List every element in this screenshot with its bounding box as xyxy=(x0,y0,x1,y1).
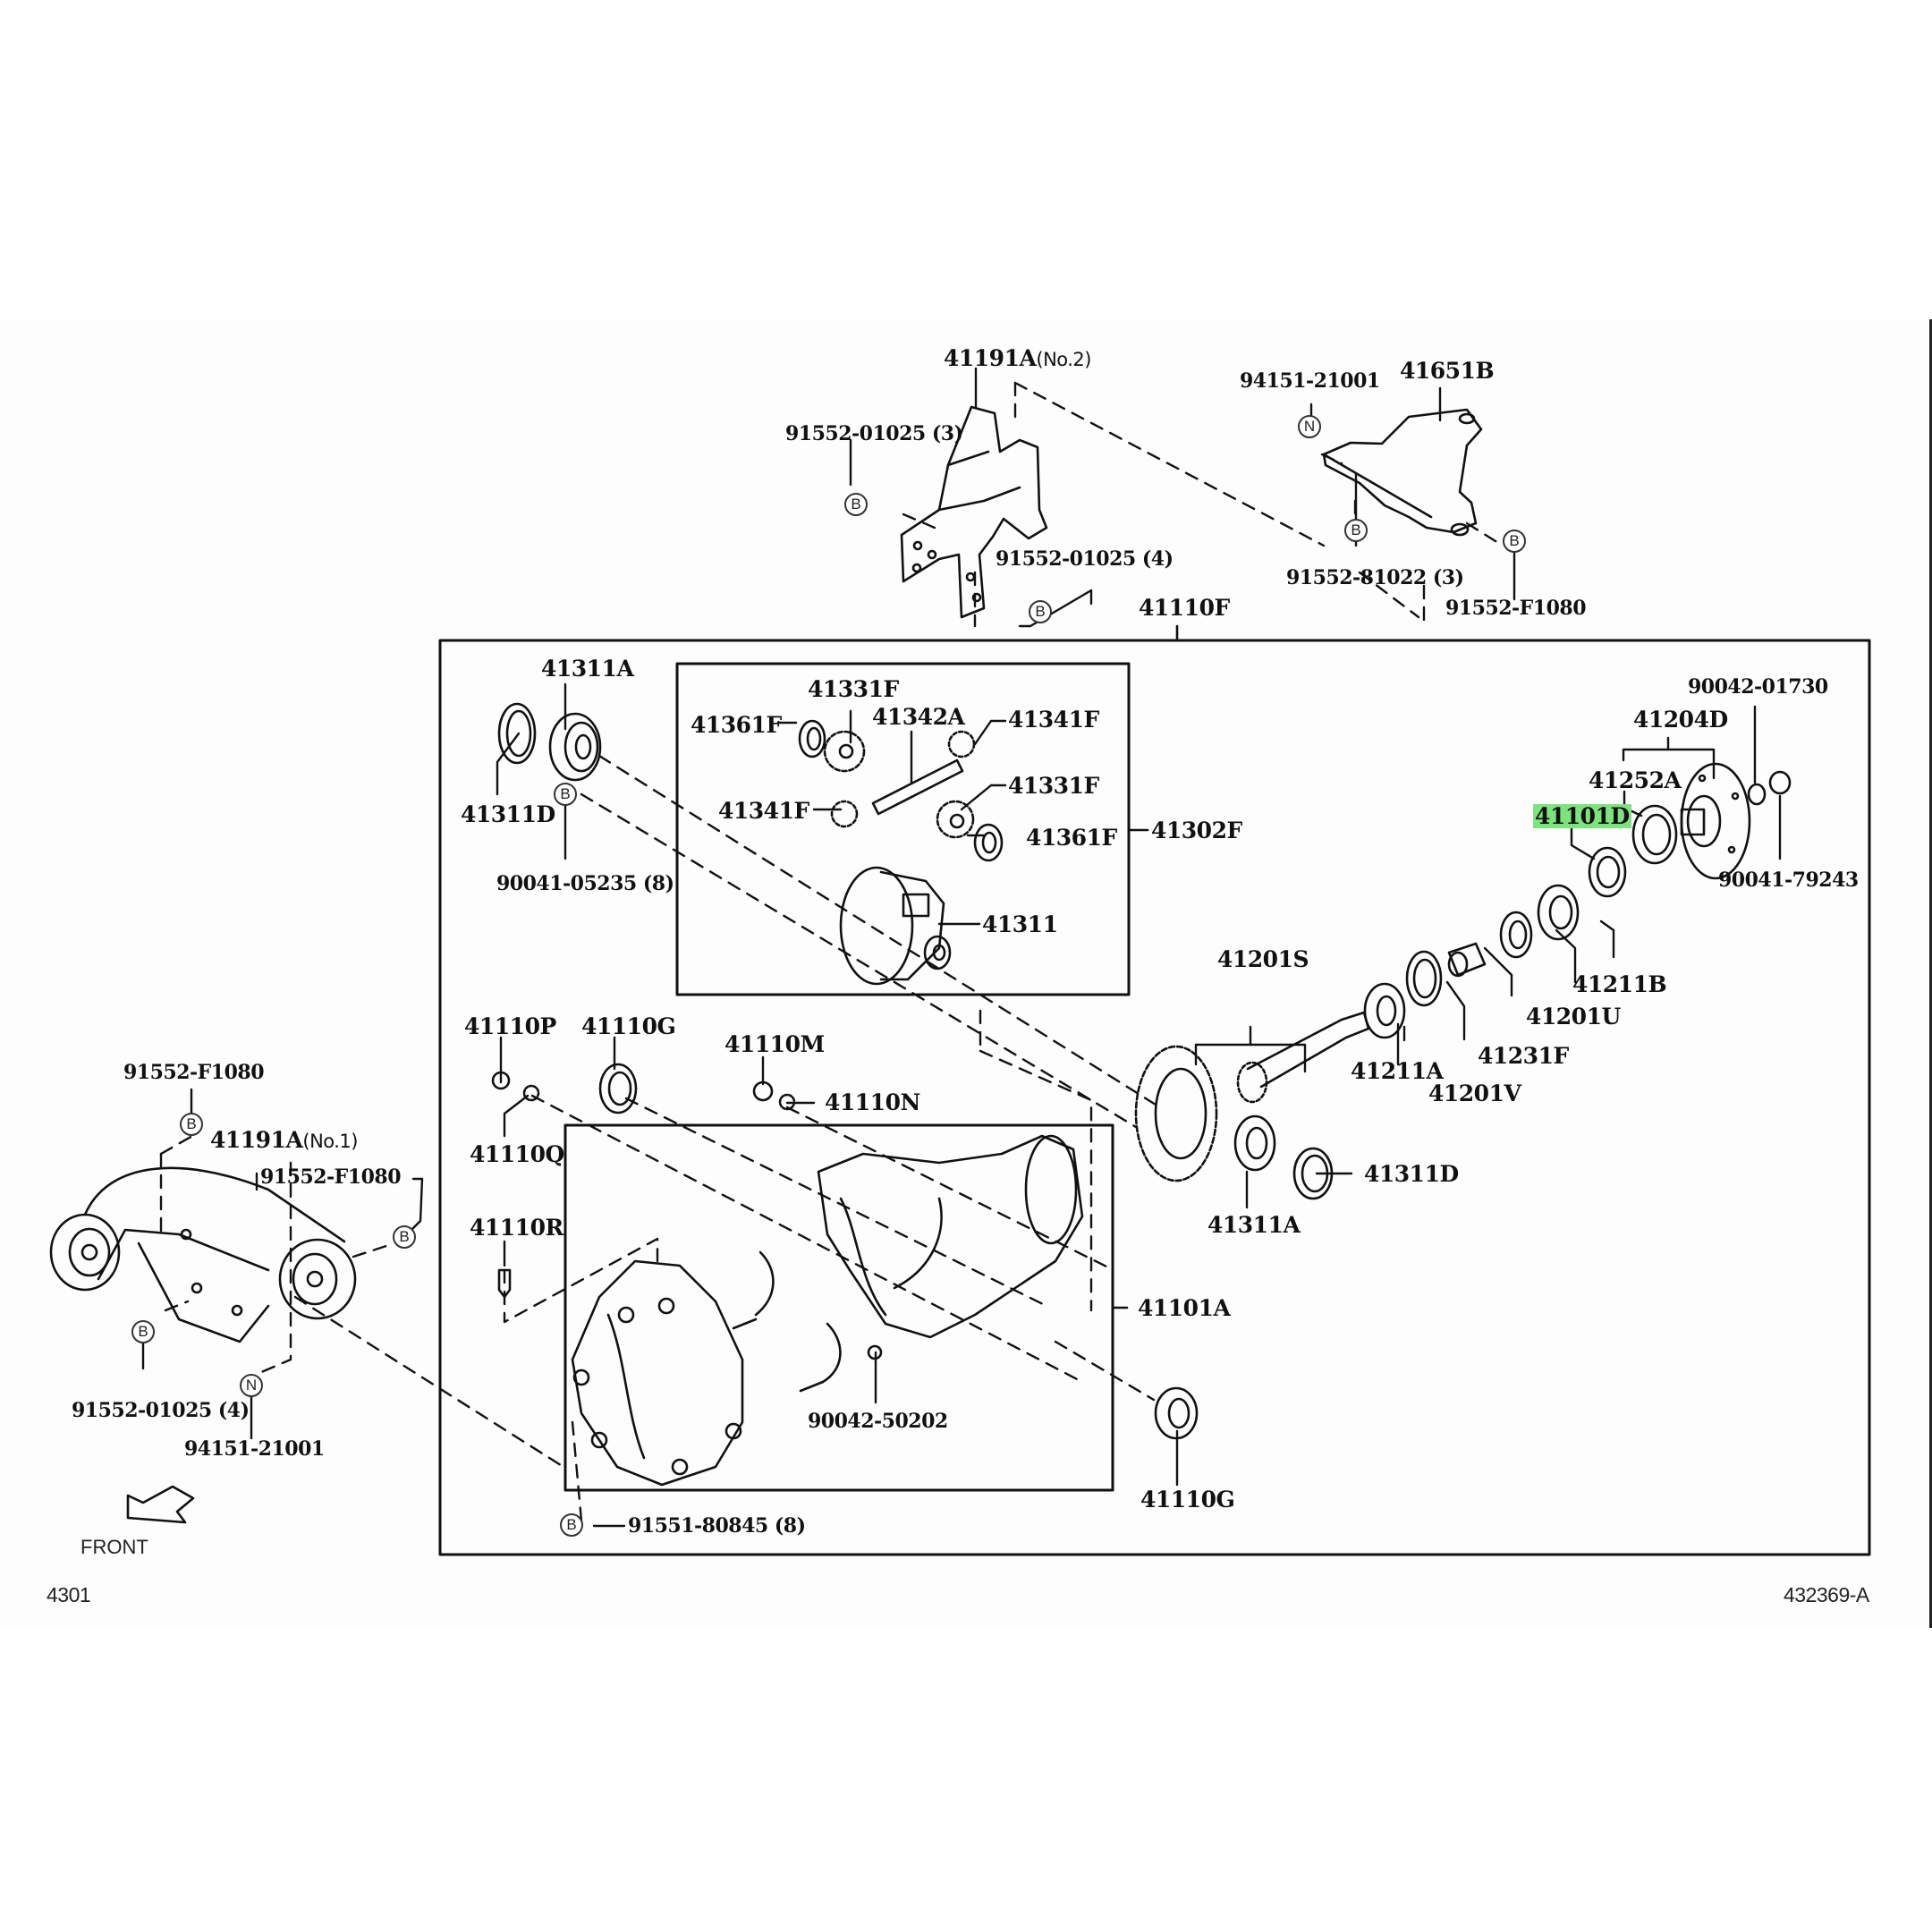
front-arrow-icon xyxy=(126,1485,195,1524)
part-qualifier: (No.1) xyxy=(302,1131,358,1152)
nut-symbol-icon: N xyxy=(1298,415,1321,438)
part-label-41302f[interactable]: 41302F xyxy=(1151,818,1242,843)
mount-bracket-no2-drawing xyxy=(900,405,1048,619)
part-label-41341f-left[interactable]: 41341F xyxy=(718,798,809,824)
part-label-41110q[interactable]: 41110Q xyxy=(470,1141,564,1167)
plugs-and-seals-drawing xyxy=(491,1063,1199,1440)
bolt-symbol-icon: B xyxy=(844,493,868,516)
part-label-91552-f1080-top[interactable]: 91552-F1080 xyxy=(1445,597,1587,620)
part-label-41361f-mid[interactable]: 41361F xyxy=(1026,825,1117,851)
sheet-border xyxy=(1929,319,1932,1628)
part-label-91552-81022-3[interactable]: 91552-81022 (3) xyxy=(1286,566,1464,589)
bolt-symbol-icon: B xyxy=(1029,600,1052,623)
part-label-41201u[interactable]: 41201U xyxy=(1526,1004,1621,1030)
part-label-41311a-bottom[interactable]: 41311A xyxy=(1208,1212,1301,1238)
part-label-41191a-no2[interactable]: 41191A(No.2) xyxy=(944,347,1091,369)
front-direction-label: FRONT xyxy=(80,1536,148,1558)
part-qualifier: (No.2) xyxy=(1036,349,1091,370)
part-label-41211a-right[interactable]: 41211A xyxy=(1351,1058,1444,1084)
bolt-symbol-icon: B xyxy=(1503,530,1526,553)
part-label-91552-f1080-left-right[interactable]: 91552-F1080 xyxy=(260,1165,402,1189)
part-label-41110g-top[interactable]: 41110G xyxy=(581,1013,676,1039)
companion-flange-drawing xyxy=(1588,762,1792,898)
diff-gears-drawing xyxy=(798,719,1004,862)
part-label-41342a[interactable]: 41342A xyxy=(872,704,965,730)
pinion-bearings-drawing xyxy=(1363,884,1580,1039)
part-label-41110m[interactable]: 41110M xyxy=(724,1031,825,1057)
sheet-code: 4301 xyxy=(47,1583,91,1606)
part-label-41231f[interactable]: 41231F xyxy=(1478,1043,1569,1069)
bolt-symbol-icon: B xyxy=(560,1513,583,1537)
part-label-91552-01025-4-left[interactable]: 91552-01025 (4) xyxy=(72,1399,250,1422)
part-label-41110r[interactable]: 41110R xyxy=(470,1215,564,1241)
part-number: 41191A xyxy=(210,1127,303,1153)
part-label-41311a-top[interactable]: 41311A xyxy=(541,656,634,682)
part-label-41211b[interactable]: 41211B xyxy=(1572,971,1667,997)
part-label-90042-01730[interactable]: 90042-01730 xyxy=(1688,675,1828,699)
part-label-91552-01025-4[interactable]: 91552-01025 (4) xyxy=(996,547,1174,571)
part-label-41110n[interactable]: 41110N xyxy=(825,1089,920,1115)
part-label-41651b[interactable]: 41651B xyxy=(1400,358,1495,384)
diagram-sheet xyxy=(0,319,1932,1628)
part-label-41204d[interactable]: 41204D xyxy=(1633,707,1728,733)
assembly-box-41101a xyxy=(564,1123,1114,1492)
bearing-41311a-top-drawing xyxy=(497,702,602,782)
part-label-90042-50202[interactable]: 90042-50202 xyxy=(808,1410,948,1433)
bolt-symbol-icon: B xyxy=(131,1320,155,1343)
assembly-box-41110f xyxy=(438,639,1871,1556)
bolt-symbol-icon: B xyxy=(554,783,577,806)
illustration-code: 432369-A xyxy=(1784,1583,1869,1606)
part-label-41311d-top[interactable]: 41311D xyxy=(461,801,555,827)
part-label-90041-79243[interactable]: 90041-79243 xyxy=(1718,869,1859,892)
part-label-94151-21001-bottom[interactable]: 94151-21001 xyxy=(184,1437,325,1461)
part-label-41331f-mid[interactable]: 41331F xyxy=(1008,773,1099,799)
part-label-41361f-top[interactable]: 41361F xyxy=(691,712,782,738)
part-label-94151-21001-top[interactable]: 94151-21001 xyxy=(1240,369,1380,393)
part-number: 41191A xyxy=(944,345,1037,371)
part-label-41110f[interactable]: 41110F xyxy=(1139,595,1230,621)
part-label-41101d-highlighted[interactable]: 41101D xyxy=(1533,803,1631,829)
mount-no1-drawing xyxy=(49,1166,357,1343)
part-label-91552-f1080-left-top[interactable]: 91552-F1080 xyxy=(123,1061,265,1084)
bolt-symbol-icon: B xyxy=(393,1225,416,1249)
bolt-symbol-icon: B xyxy=(1344,519,1368,542)
dashed-lines xyxy=(159,381,1504,1522)
part-label-91551-80845-8[interactable]: 91551-80845 (8) xyxy=(628,1514,806,1538)
bracket-41651b-drawing xyxy=(1322,408,1483,537)
part-label-41311d-bottom[interactable]: 41311D xyxy=(1364,1161,1459,1187)
part-label-41110p[interactable]: 41110P xyxy=(464,1013,556,1039)
part-label-41101a[interactable]: 41101A xyxy=(1138,1295,1231,1321)
ring-and-pinion-drawing xyxy=(1134,1011,1370,1200)
rear-cover-drawing xyxy=(571,1259,744,1487)
part-label-90041-05235-8[interactable]: 90041-05235 (8) xyxy=(496,872,674,895)
part-label-41201s[interactable]: 41201S xyxy=(1217,946,1309,972)
part-label-41341f-top[interactable]: 41341F xyxy=(1008,707,1099,733)
leader-lines xyxy=(141,367,1782,1528)
bolt-symbol-icon: B xyxy=(180,1113,203,1136)
part-label-41191a-no1[interactable]: 41191A(No.1) xyxy=(210,1129,358,1151)
part-label-91552-01025-3[interactable]: 91552-01025 (3) xyxy=(785,422,963,445)
part-label-41311[interactable]: 41311 xyxy=(982,911,1058,937)
part-label-41110g-bottom[interactable]: 41110G xyxy=(1140,1487,1235,1513)
nut-symbol-icon: N xyxy=(240,1374,263,1397)
diff-case-41311-drawing xyxy=(839,866,952,986)
part-label-41331f-top[interactable]: 41331F xyxy=(808,676,899,702)
part-label-41252a[interactable]: 41252A xyxy=(1589,767,1682,793)
part-label-41201v[interactable]: 41201V xyxy=(1428,1080,1521,1106)
carrier-housing-drawing xyxy=(732,1134,1084,1393)
